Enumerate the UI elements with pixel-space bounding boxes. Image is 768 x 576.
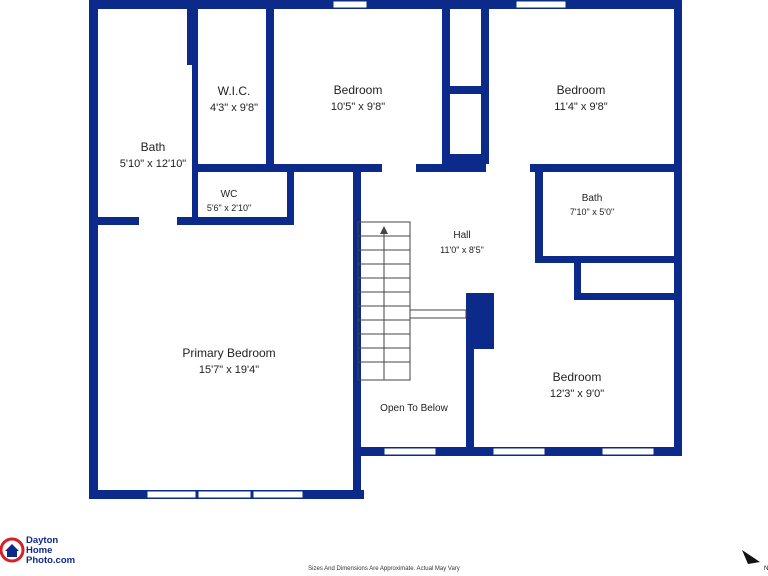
stair-up-arrow-icon (380, 226, 388, 234)
staircase (357, 221, 467, 381)
wall-bath-wic-upper (187, 9, 194, 65)
dims-wc: 5'6" x 2'10" (207, 203, 251, 213)
dims-bath-hall: 7'10" x 5'0" (570, 207, 614, 217)
wall-closet-block (447, 154, 487, 172)
wall-bath-bottom-left (89, 217, 139, 225)
dims-bedroom-2: 10'5" x 9'8" (331, 101, 385, 113)
label-bedroom-2: Bedroom (334, 83, 383, 97)
label-open-to-below: Open To Below (380, 403, 448, 414)
logo-line-3: Photo.com (26, 555, 76, 566)
dims-bedroom-4: 12'3" x 9'0" (550, 388, 604, 400)
window-bed4-1 (492, 447, 546, 456)
label-primary-bedroom: Primary Bedroom (182, 346, 275, 360)
wall-bed4-top (574, 293, 682, 300)
wall-bed4-block (466, 293, 494, 349)
window-bed3 (515, 0, 567, 9)
wall-rooms-bottom (192, 164, 382, 172)
wall-closet-divider (442, 86, 489, 94)
door-opening-hall (382, 164, 416, 172)
compass-label: N (764, 566, 768, 572)
window-bed2 (332, 0, 368, 9)
wall-top (89, 0, 682, 9)
disclaimer-text: Sizes And Dimensions Are Approximate. Ac… (308, 566, 460, 572)
logo-text: Dayton Home Photo.com (26, 536, 75, 566)
wall-bath-wic (192, 9, 198, 219)
house-logo-icon (0, 537, 25, 563)
openings (139, 164, 530, 225)
north-arrow-icon: N (742, 550, 768, 572)
label-hall: Hall (453, 230, 470, 241)
window-bed4-2 (601, 447, 655, 456)
brand-logo: Dayton Home Photo.com (0, 534, 90, 568)
window-primary-3 (252, 490, 304, 499)
label-bedroom-4: Bedroom (553, 370, 602, 384)
dims-primary-bedroom: 15'7" x 19'4" (199, 364, 259, 376)
window-primary-2 (197, 490, 252, 499)
wall-right (674, 0, 682, 456)
wall-bed4-left (466, 293, 474, 456)
label-wc: WC (221, 189, 238, 200)
window-primary-1 (146, 490, 197, 499)
wall-bed3-bottom (530, 164, 682, 172)
dims-bedroom-3: 11'4" x 9'8" (554, 101, 607, 113)
door-opening-bath (139, 217, 177, 225)
dims-wic: 4'3" x 9'8" (210, 102, 258, 114)
wall-left (89, 0, 98, 499)
wall-wc-bottom (177, 217, 294, 225)
logo-line-1: Dayton (26, 535, 59, 546)
stair-railing (409, 309, 467, 319)
wall-hallbath-bottom (535, 256, 682, 263)
windows (146, 0, 655, 499)
wall-primary-right (353, 172, 361, 499)
wall-hallbath-left (535, 172, 543, 261)
dims-hall: 11'0" x 8'5" (440, 245, 484, 255)
label-bedroom-3: Bedroom (557, 83, 606, 97)
wall-wc-right (287, 172, 294, 225)
dims-bath-primary: 5'10" x 12'10" (120, 158, 187, 170)
logo-line-2: Home (26, 545, 53, 556)
label-bath-hall: Bath (582, 193, 603, 204)
wall-closet-small (574, 256, 581, 300)
door-opening-bed3 (486, 164, 530, 172)
wall-wic-bed2 (266, 9, 274, 172)
room-labels: Bath 5'10" x 12'10" W.I.C. 4'3" x 9'8" B… (120, 83, 614, 414)
label-bath-primary: Bath (141, 140, 166, 154)
window-open-below (383, 447, 437, 456)
label-wic: W.I.C. (218, 84, 251, 98)
